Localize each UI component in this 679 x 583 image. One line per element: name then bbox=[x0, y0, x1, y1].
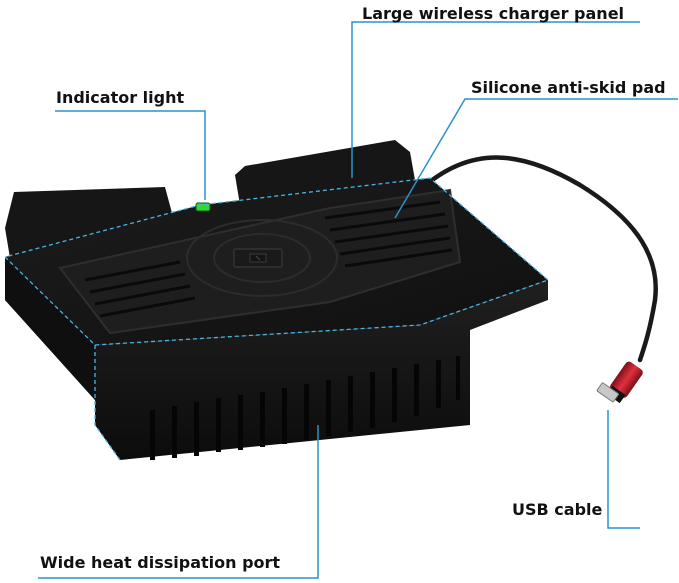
charging-coil-inner bbox=[213, 233, 311, 283]
heat-fins bbox=[150, 356, 460, 460]
front-face bbox=[5, 257, 548, 460]
usb-connector bbox=[596, 361, 643, 404]
callout-heat-port: Wide heat dissipation port bbox=[40, 553, 281, 572]
pad-texture bbox=[84, 200, 453, 318]
callout-indicator-light: Indicator light bbox=[56, 88, 185, 107]
charging-coil-outer bbox=[186, 219, 338, 297]
callout-usb-cable: USB cable bbox=[512, 500, 603, 519]
leader-lines bbox=[38, 21, 678, 579]
callout-charger-panel: Large wireless charger panel bbox=[362, 4, 625, 23]
panel-dashed-outline bbox=[4, 177, 550, 346]
right-clamp bbox=[235, 140, 415, 205]
callout-anti-skid-pad: Silicone anti-skid pad bbox=[471, 78, 666, 97]
wireless-logo-icon bbox=[233, 248, 283, 268]
usb-cable bbox=[417, 155, 658, 363]
